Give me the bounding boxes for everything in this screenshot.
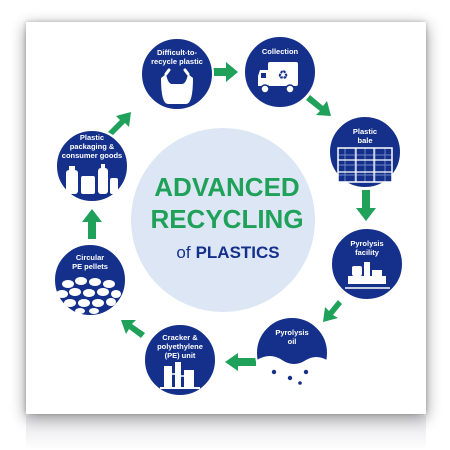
step-label-line: Pyrolysis [350, 239, 383, 248]
title-line-2: RECYCLING [150, 204, 303, 234]
step-label-line: Plastic [80, 133, 104, 142]
step-label-line: oil [288, 337, 297, 346]
step-label-line: bale [357, 136, 372, 145]
plastic-bag-icon [161, 68, 193, 104]
center-circle [131, 128, 315, 312]
arrow-difficult-to-collection [208, 62, 238, 82]
arrow-packaging-to-difficult [108, 112, 131, 135]
step-difficult-to-recycle: Difficult-to- recycle plastic [140, 37, 214, 111]
step-label-line: consumer goods [62, 151, 122, 160]
arrow-cracker-to-pellets [121, 320, 145, 338]
step-plastic-bale: Plastic bale [328, 115, 402, 189]
cycle-arrows [82, 62, 376, 371]
plastic-bottles-icon [66, 164, 118, 194]
title-of: of [176, 243, 190, 262]
step-pyrolysis-facility: Pyrolysis facility [330, 227, 404, 301]
arrow-pellets-to-packaging [82, 209, 102, 239]
cracker-unit-icon [160, 362, 200, 389]
title-line-1: ADVANCED [154, 172, 299, 202]
step-circular-pe-pellets: Circular PE pellets [53, 243, 127, 317]
step-collection: Collection ♻ [243, 35, 317, 109]
step-label-line: (PE) unit [165, 351, 196, 360]
step-label-line: polyethylene [157, 342, 203, 351]
pe-pellets-icon [56, 277, 121, 314]
step-plastic-packaging: Plastic packaging & consumer goods [55, 129, 129, 203]
step-label-line: Circular [76, 253, 104, 262]
step-label-line: recycle plastic [151, 57, 203, 66]
step-label-line: Cracker & [162, 333, 198, 342]
svg-text:♻: ♻ [278, 68, 289, 82]
step-label-line: facility [355, 248, 380, 257]
recycling-truck-icon: ♻ [258, 62, 298, 94]
arrow-oil-to-cracker [225, 353, 256, 371]
arrow-collection-to-bale [306, 95, 331, 116]
step-cracker-pe-unit: Cracker & polyethylene (PE) unit [143, 323, 217, 397]
step-pyrolysis-oil: Pyrolysis oil [255, 316, 329, 390]
step-label-line: Pyrolysis [275, 328, 308, 337]
arrow-facility-to-oil [323, 300, 342, 322]
frame-reflection [26, 416, 426, 450]
arrow-bale-to-facility [356, 190, 376, 221]
pyrolysis-facility-icon [345, 262, 390, 289]
step-label-line: Difficult-to- [157, 48, 197, 57]
title-plastics: PLASTICS [196, 243, 280, 262]
oil-drop-icon [257, 356, 327, 389]
step-label-line: packaging & [70, 142, 115, 151]
title-line-3: of PLASTICS [176, 243, 279, 262]
plastic-bale-icon [337, 147, 393, 183]
step-label-line: Plastic [353, 127, 377, 136]
step-label-line: Collection [262, 47, 299, 56]
step-label-line: PE pellets [72, 262, 108, 271]
